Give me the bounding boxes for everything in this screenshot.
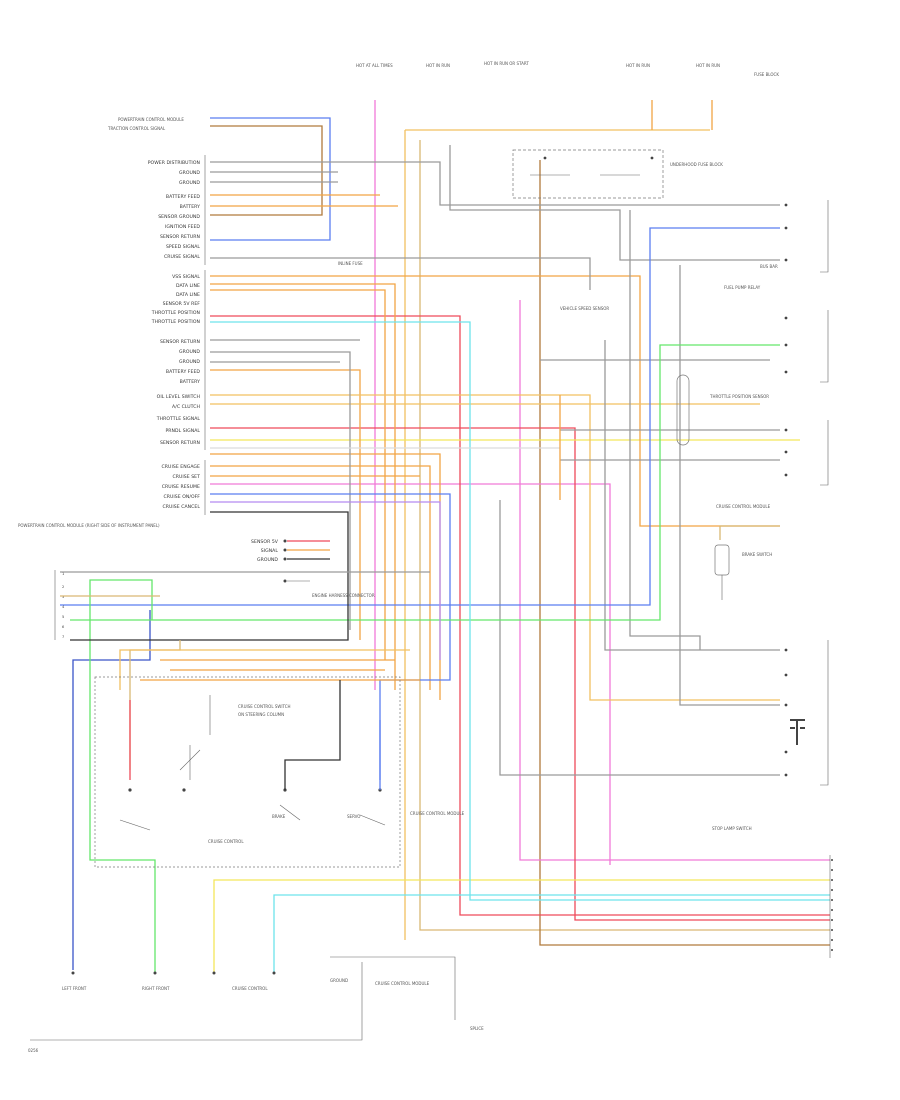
splice-tube [676,374,690,446]
pin-label-m15: SENSOR RETURN [160,440,200,446]
servo-label: SERVO [347,814,360,819]
source-label-5: HOT IN RUN [696,63,720,68]
pin-label-m13: THROTTLE SIGNAL [156,416,201,422]
brake-label: BRAKE [272,814,286,819]
pin-label-u9: CRUISE SIGNAL [164,254,200,260]
pcm-location-note: POWERTRAIN CONTROL MODULE (RIGHT SIDE OF… [18,523,160,528]
pin-label-m0: VSS SIGNAL [172,274,200,280]
pin-label-m7: GROUND [179,349,200,355]
pin-label-u4: BATTERY [180,204,201,210]
cruise-module-label: CRUISE CONTROL MODULE [410,811,465,816]
mid-input-0: SENSOR 5V [251,539,279,545]
pin-label-l4: CRUISE CANCEL [162,504,200,510]
fuse-relay-block: UNDERHOOD FUSE BLOCK [512,149,723,199]
top-sources: HOT AT ALL TIMES HOT IN RUN HOT IN RUN O… [356,61,779,77]
pin-label-u8: SPEED SIGNAL [166,244,200,250]
page-code: 0256 [28,1048,39,1053]
bottom-right-connector [829,855,833,958]
cruise-switch-area: CRUISE CONTROL SWITCH ON STEERING COLUMN… [94,676,465,868]
pcm-connector-middle: VSS SIGNAL DATA LINE DATA LINE SENSOR 5V… [151,270,206,450]
pin-label-u6: IGNITION FEED [165,224,200,230]
bottom-conn-0: LEFT FRONT [62,986,87,991]
pin-label-m11: OIL LEVEL SWITCH [157,394,200,400]
pcm-connector-upper: POWERTRAIN CONTROL MODULE TRACTION CONTR… [107,117,206,265]
pin-label-u5: SENSOR GROUND [158,214,200,220]
vss-label: VEHICLE SPEED SENSOR [560,306,609,311]
mid-input-2: GROUND [257,557,278,563]
pcm-top-label-1: POWERTRAIN CONTROL MODULE [118,117,184,122]
wires [60,100,830,972]
pin-label-m9: BATTERY FEED [166,369,201,375]
pcm-top-label-2: TRACTION CONTROL SIGNAL [107,126,166,131]
svg-text:5: 5 [62,614,64,619]
pin-label-l0: CRUISE ENGAGE [162,464,201,470]
bottom-ground-label: GROUND [330,978,348,983]
svg-text:7: 7 [62,634,64,639]
pin-label-l1: CRUISE SET [172,474,200,480]
pin-label-u0: POWER DISTRIBUTION [148,160,200,166]
svg-text:1: 1 [62,571,65,576]
pin-label-l3: CRUISE ON/OFF [163,494,200,500]
center-device-note: ON STEERING COLUMN [238,712,284,717]
pin-label-m5: THROTTLE POSITION [151,319,200,325]
pin-label-m12: A/C CLUTCH [172,404,200,410]
pin-label-m8: GROUND [179,359,200,365]
bottom-conn-2: CRUISE CONTROL [232,986,268,991]
bottom-conn-1: RIGHT FRONT [142,986,170,991]
pin-label-u2: GROUND [179,180,200,186]
right-relay-label: FUEL PUMP RELAY [724,285,761,290]
right-sensor-1-label: THROTTLE POSITION SENSOR [709,394,769,399]
pin-label-m1: DATA LINE [176,283,200,289]
source-label-2: HOT IN RUN [426,63,450,68]
pin-label-m10: BATTERY [180,379,201,385]
connector-icon [790,719,805,745]
pin-label-u7: SENSOR RETURN [160,234,200,240]
mid-connector-label: ENGINE HARNESS CONNECTOR [312,593,375,598]
pin-label-m14: PRNDL SIGNAL [165,428,200,434]
right-bus-note: BUS BAR [760,264,778,269]
cruise-area-outline [94,676,401,868]
bottom-connectors: LEFT FRONT RIGHT FRONT CRUISE CONTROL GR… [28,956,484,1053]
source-label-1: HOT AT ALL TIMES [356,63,393,68]
bottom-switch-label: CRUISE CONTROL MODULE [375,981,430,986]
pin-label-m4: THROTTLE POSITION [151,310,200,316]
inline-fuse-label: INLINE FUSE [338,261,363,266]
sensor-element [714,544,730,576]
pcm-connector-lower: CRUISE ENGAGE CRUISE SET CRUISE RESUME C… [18,460,206,528]
right-components: FUEL PUMP RELAY THROTTLE POSITION SENSOR… [338,200,829,831]
source-label-3: HOT IN RUN OR START [484,61,529,66]
center-device-label: CRUISE CONTROL SWITCH [238,704,291,709]
pin-label-m6: SENSOR RETURN [160,339,200,345]
relay-box-label: UNDERHOOD FUSE BLOCK [670,162,723,167]
pin-label-m3: SENSOR 5V REF [163,301,201,307]
pin-label-m2: DATA LINE [176,292,200,298]
svg-text:2: 2 [62,584,64,589]
svg-text:6: 6 [62,624,65,629]
right-sensor-4-label: STOP LAMP SWITCH [712,826,752,831]
mid-inputs: SENSOR 5V SIGNAL GROUND ENGINE HARNESS C… [251,539,375,598]
svg-text:4: 4 [62,604,65,609]
left-inline-connector: 1 2 3 4 5 6 7 [54,570,430,640]
pin-label-u1: GROUND [179,170,200,176]
cruise-control-label: CRUISE CONTROL [208,839,244,844]
pin-label-u3: BATTERY FEED [166,194,201,200]
fuse-block-note: FUSE BLOCK [754,72,779,77]
bottom-splice-label: SPLICE [470,1026,484,1031]
relay-box-outline [512,149,664,199]
right-sensor-2-label: CRUISE CONTROL MODULE [716,504,771,509]
mid-input-1: SIGNAL [261,548,279,554]
source-label-4: HOT IN RUN [626,63,650,68]
pin-label-l2: CRUISE RESUME [162,484,200,490]
right-sensor-3-label: BRAKE SWITCH [742,552,772,557]
